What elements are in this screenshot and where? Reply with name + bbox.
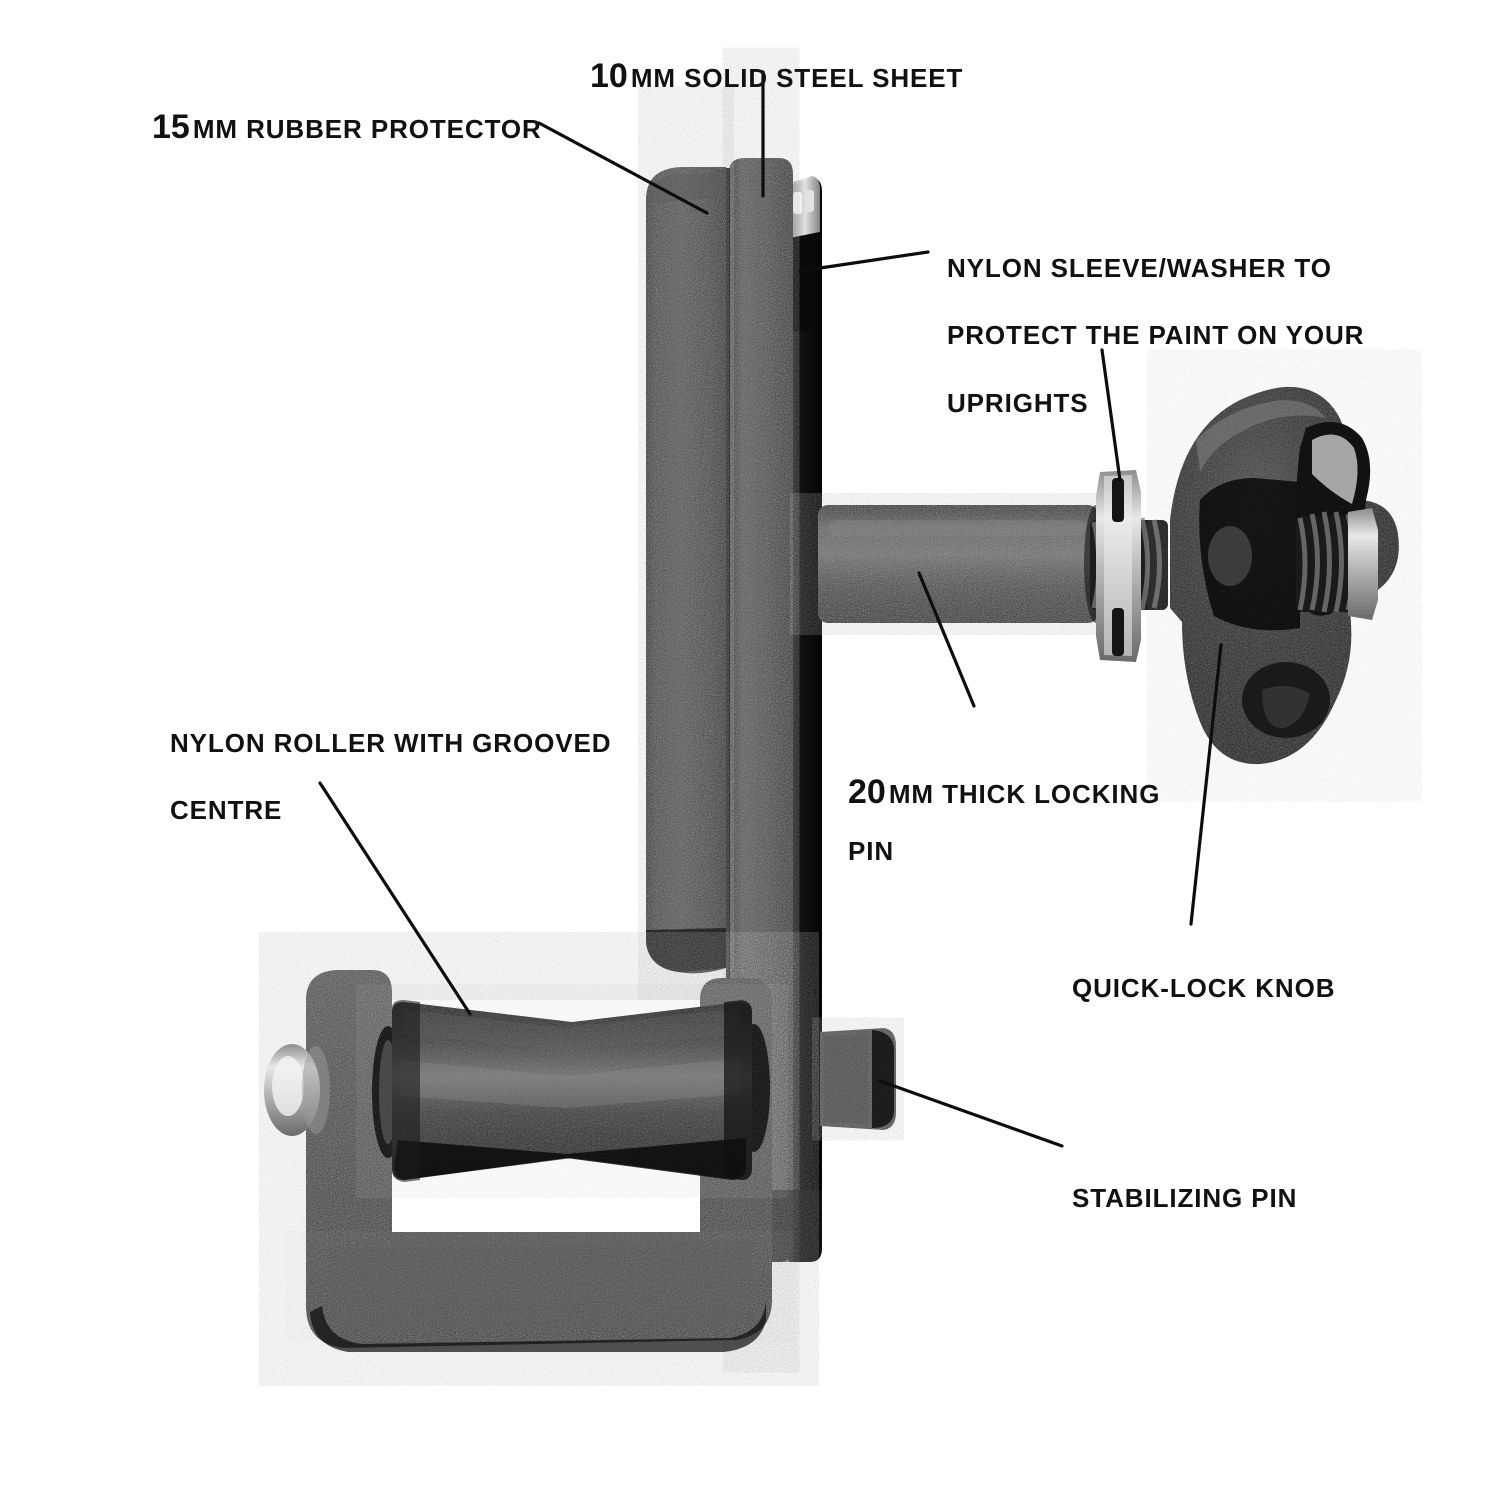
callout-nylon-sleeve-line3: UPRIGHTS [947,387,1089,418]
chrome-washer-part [1096,470,1141,662]
callout-pin-unit: MM [888,778,934,809]
locking-pin-part [818,505,1098,623]
callout-steel-number: 10 [590,56,628,95]
callout-stabilizing-pin-text: STABILIZING PIN [1072,1182,1298,1213]
callout-pin-body-line2: PIN [848,835,895,866]
callout-rubber-body: RUBBER PROTECTOR [246,113,542,144]
callout-steel-unit: MM [630,62,676,93]
callout-steel-body: SOLID STEEL SHEET [684,62,964,93]
rubber-protector-part [646,167,726,972]
callout-rubber-number: 15 [152,107,190,146]
callout-quick-lock-knob: QUICK-LOCK KNOB [1072,938,1335,1039]
callout-nylon-roller: NYLON ROLLER WITH GROOVED CENTRE [170,693,611,862]
callout-stabilizing-pin: STABILIZING PIN [1072,1148,1297,1249]
steel-plate-edge [789,178,822,1262]
locking-pin-assembly [818,386,1399,765]
callout-nylon-sleeve-line1: NYLON SLEEVE/WASHER TO [947,252,1332,283]
roller-part [392,1002,752,1180]
callout-quick-lock-knob-text: QUICK-LOCK KNOB [1072,972,1336,1003]
callout-pin-number: 20 [848,772,886,811]
callout-nylon-roller-line2: CENTRE [170,795,283,826]
callout-rubber-unit: MM [192,113,238,144]
callout-nylon-roller-line1: NYLON ROLLER WITH GROOVED [170,727,612,758]
roller-bolt-part [264,1044,330,1136]
callout-nylon-sleeve: NYLON SLEEVE/WASHER TO PROTECT THE PAINT… [947,218,1364,455]
callout-nylon-sleeve-line2: PROTECT THE PAINT ON YOUR [947,320,1365,351]
stabilizing-pin-part [820,1028,896,1130]
pin-threads-right [1296,508,1378,620]
roller-assembly [264,970,772,1352]
nylon-sleeve-part [790,176,820,332]
callout-pin-body-line1: THICK LOCKING [942,778,1161,809]
